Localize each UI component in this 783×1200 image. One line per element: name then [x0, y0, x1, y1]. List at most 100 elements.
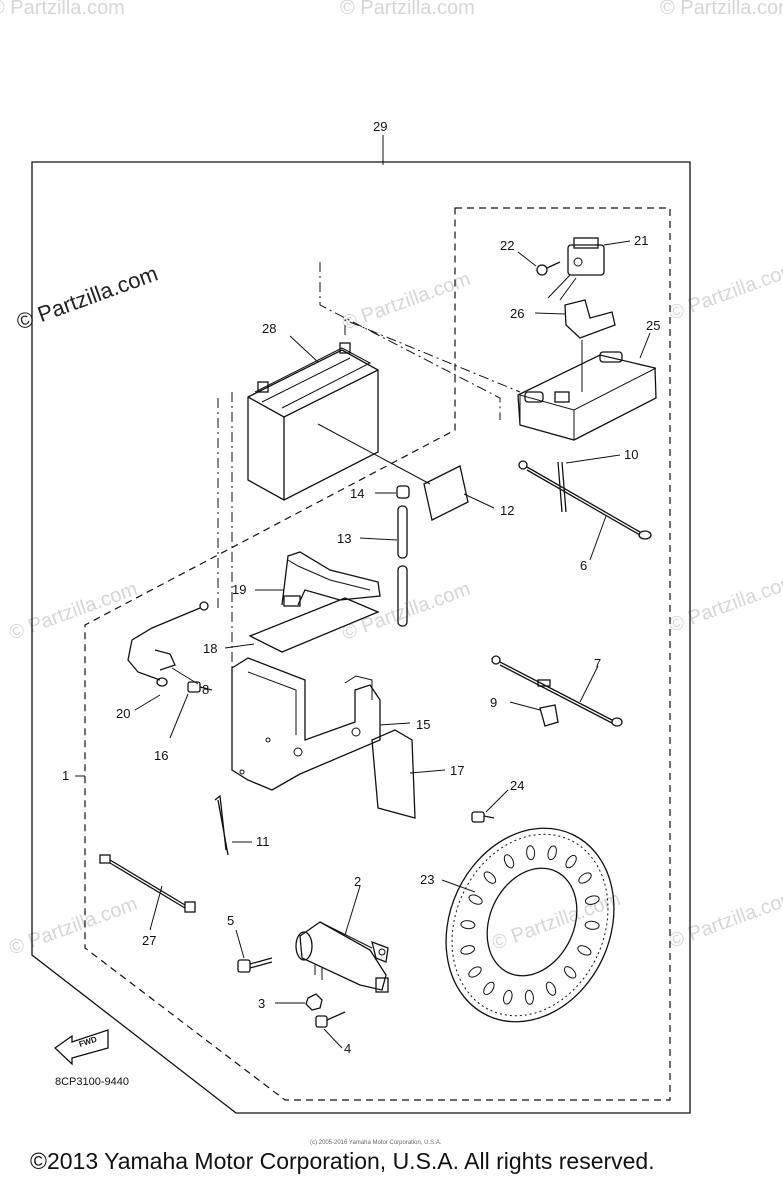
watermark-text: © Partzilla.com [339, 578, 473, 645]
rotor-hole [584, 920, 600, 930]
callout-12: 12 [500, 503, 514, 518]
callout-leader-24 [485, 789, 509, 813]
watermark-text: © Partzilla.com [660, 0, 783, 19]
kit-boundary-dashed [84, 207, 671, 1101]
callout-18: 18 [203, 641, 217, 656]
rotor-hole [483, 981, 495, 996]
callout-23: 23 [420, 872, 434, 887]
callout-20: 20 [116, 706, 130, 721]
callout-leader-26 [534, 312, 566, 315]
starter-ring-gear-rotor [445, 827, 615, 1023]
callout-leader-5 [235, 929, 245, 959]
clamp-11 [214, 794, 229, 856]
battery-band [281, 551, 381, 607]
callout-15: 15 [416, 717, 430, 732]
rotor-hole [547, 845, 557, 861]
callout-1: 1 [62, 768, 69, 783]
rotor-hole [584, 895, 600, 905]
callout-leader-2 [344, 885, 361, 936]
cable-clamp-10 [557, 461, 567, 513]
watermark-layer: © Partzilla.com © Partzilla.com © Partzi… [0, 0, 783, 960]
tiny-copyright: (c) 2005-2016 Yamaha Motor Corporation, … [310, 1140, 442, 1146]
callout-7: 7 [594, 656, 601, 671]
callout-19: 19 [232, 582, 246, 597]
callout-9: 9 [490, 695, 497, 710]
watermark-text: © Partzilla.com [6, 893, 140, 960]
callout-4: 4 [344, 1041, 351, 1056]
rotor-hole [565, 854, 577, 869]
clamp-8 [154, 649, 176, 671]
callout-13: 13 [337, 531, 351, 546]
battery-routing-line [344, 319, 521, 393]
bolt-4 [315, 1011, 346, 1028]
rotor-hole [503, 854, 515, 869]
callout-leader-22 [517, 251, 537, 267]
rotor-hole [545, 981, 557, 996]
copyright-notice: ©2013 Yamaha Motor Corporation, U.S.A. A… [30, 1148, 655, 1174]
rotor-hole [526, 845, 536, 861]
starter-relay [547, 237, 605, 301]
rotor-hole [460, 945, 476, 955]
watermark-text: © Partzilla.com [340, 0, 475, 19]
callout-leader-18 [224, 643, 255, 649]
rotor-hole [563, 966, 577, 979]
cover-plate-17 [371, 729, 416, 819]
callout-leader-21 [603, 240, 631, 246]
callout-leader-20 [134, 694, 161, 711]
callout-2: 2 [354, 874, 361, 889]
callout-14: 14 [350, 486, 364, 501]
bolt-5 [237, 957, 273, 973]
callout-10: 10 [624, 447, 638, 462]
watermark-text: © Partzilla.com [666, 258, 783, 325]
watermark-text: © Partzilla.com [6, 578, 140, 645]
callout-8: 8 [202, 682, 209, 697]
rotor-hole [524, 989, 534, 1005]
battery-cover [517, 340, 657, 441]
callout-21: 21 [634, 233, 648, 248]
rotor-holes [460, 845, 600, 1005]
rotor-hole [578, 872, 592, 884]
positive-lead-cable [127, 601, 209, 687]
battery-box [231, 657, 381, 791]
callout-5: 5 [227, 913, 234, 928]
rubber-sheet [248, 597, 380, 653]
watermark-text: © Partzilla.com [339, 268, 473, 335]
callout-22: 22 [500, 238, 514, 253]
battery-routing-line [319, 262, 501, 420]
callout-leader-4 [323, 1028, 343, 1049]
breather-cap [396, 485, 410, 499]
breather-hose [397, 505, 408, 627]
holder-9 [539, 704, 559, 727]
callout-17: 17 [450, 763, 464, 778]
callout-29: 29 [373, 119, 387, 134]
battery [247, 342, 379, 501]
partzilla-watermark: © Partzilla.com [13, 261, 161, 335]
callout-leader-16 [169, 693, 189, 739]
callout-25: 25 [646, 318, 660, 333]
relay-bracket [564, 299, 616, 339]
callout-leader-6 [589, 515, 607, 561]
callout-leader-7 [579, 665, 599, 703]
callout-leader-8 [171, 667, 199, 685]
bolt-24 [471, 811, 495, 823]
rotor-hole [577, 945, 592, 956]
nut-3 [305, 993, 323, 1011]
watermark-text: © Partzilla.com [666, 886, 783, 953]
rotor-hole [483, 871, 497, 884]
callout-leader-13 [359, 537, 398, 541]
battery-pad [423, 465, 469, 521]
callout-leader-28 [289, 335, 319, 363]
callout-leader-17 [409, 769, 446, 774]
watermark-text: © Partzilla.com [666, 570, 783, 637]
callout-11: 11 [256, 834, 270, 849]
starter-lead-cable-7 [491, 655, 623, 727]
callout-6: 6 [580, 558, 587, 573]
rotor-hole [503, 989, 513, 1005]
pad-guide-line [317, 423, 431, 485]
fwd-label: FWD [78, 1035, 98, 1049]
callout-leader-12 [463, 493, 495, 509]
screw-22 [536, 261, 561, 276]
callout-leader-25 [639, 332, 651, 359]
callout-leader-15 [379, 722, 411, 726]
rotor-hole [468, 894, 483, 905]
